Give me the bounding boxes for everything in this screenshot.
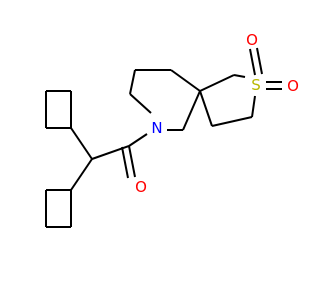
bond xyxy=(233,74,246,78)
carbonyl-oxygen-label: O xyxy=(135,178,147,196)
bond xyxy=(251,95,256,118)
sulfonyl-oxygen-right-label: O xyxy=(287,77,299,95)
bond xyxy=(129,69,136,95)
bond xyxy=(199,90,213,127)
bond xyxy=(70,127,93,160)
atom-labels: N S O O O xyxy=(135,31,299,196)
sulfonyl-oxygen-top-label: O xyxy=(246,31,258,49)
bond xyxy=(128,145,136,178)
bond xyxy=(211,116,253,127)
bond xyxy=(199,74,235,92)
bond xyxy=(249,48,256,76)
bonds xyxy=(45,47,282,228)
bond xyxy=(256,47,263,75)
bond xyxy=(70,158,93,191)
nitrogen-label: N xyxy=(151,119,162,137)
sulfur-label: S xyxy=(251,76,261,94)
bond xyxy=(182,90,201,131)
bond xyxy=(128,133,148,147)
bond xyxy=(170,69,201,92)
bond xyxy=(121,146,129,179)
bond xyxy=(129,93,152,114)
molecule-structure: N S O O O xyxy=(45,31,299,228)
